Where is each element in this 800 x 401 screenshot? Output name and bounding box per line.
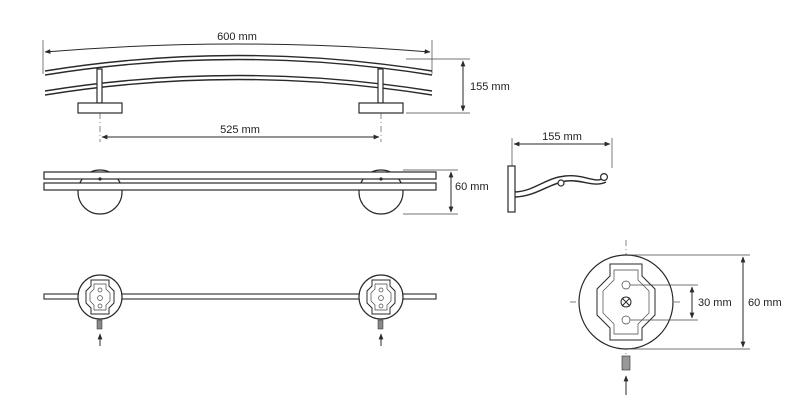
dimension-155-label: 155 mm — [470, 81, 510, 93]
dimension-60-front-label: 60 mm — [455, 181, 489, 193]
bottom-right-hole-mid — [378, 295, 384, 301]
dimension-30-label: 30 mm — [698, 297, 732, 309]
bottom-left-hole-bottom — [97, 303, 103, 309]
inner-rail-bottom — [44, 78, 433, 96]
right-base — [358, 102, 404, 114]
right-post — [377, 68, 384, 104]
side-rail-inner — [557, 179, 565, 187]
detail-bracket-inner — [602, 269, 650, 335]
bottom-rail — [43, 293, 437, 300]
detail-view: 30 mm 60 mm — [570, 240, 782, 395]
bottom-left-bracket — [85, 279, 115, 315]
side-arm-upper — [514, 175, 605, 193]
outer-rail-top — [44, 54, 433, 72]
side-rail-outer — [599, 173, 608, 182]
front-left-plate — [77, 169, 123, 215]
bottom-left-screw — [96, 319, 103, 330]
bottom-right-hole-top — [378, 287, 384, 293]
dimension-60-detail-label: 60 mm — [748, 297, 782, 309]
front-rail-upper — [43, 171, 437, 180]
front-left-screw — [98, 177, 102, 181]
bottom-right-hole-bottom — [378, 303, 384, 309]
bottom-left-hole-top — [97, 287, 103, 293]
side-arm-lower — [514, 180, 607, 198]
bottom-right-plate — [358, 274, 404, 320]
bottom-left-hole-mid — [97, 295, 103, 301]
left-post — [96, 68, 103, 104]
inner-rail-top — [44, 74, 433, 92]
outer-rail-bottom — [44, 58, 433, 76]
bottom-right-bracket-inner — [370, 283, 392, 311]
dimension-600-label: 600 mm — [217, 31, 257, 43]
dimension-600-line — [44, 43, 431, 54]
detail-bracket-outer — [596, 263, 656, 341]
dimension-155-side-label: 155 mm — [542, 131, 582, 143]
bottom-left-bracket-inner — [89, 283, 111, 311]
detail-screw — [621, 355, 631, 371]
bottom-right-screw — [377, 319, 384, 330]
bottom-view — [43, 274, 437, 346]
front-rail-lower — [43, 182, 437, 191]
bottom-right-bracket — [366, 279, 396, 315]
front-right-plate — [358, 169, 404, 215]
detail-hole-center — [620, 296, 632, 308]
top-view: 600 mm 155 mm 525 mm — [42, 31, 510, 142]
side-view: 155 mm — [507, 131, 613, 213]
detail-cross-b — [621, 297, 631, 307]
bottom-left-plate — [77, 274, 123, 320]
front-view: 60 mm — [43, 169, 489, 215]
left-base — [77, 102, 123, 114]
side-wall-plate — [507, 165, 516, 213]
dimension-525-label: 525 mm — [220, 124, 260, 136]
front-right-screw — [379, 177, 383, 181]
